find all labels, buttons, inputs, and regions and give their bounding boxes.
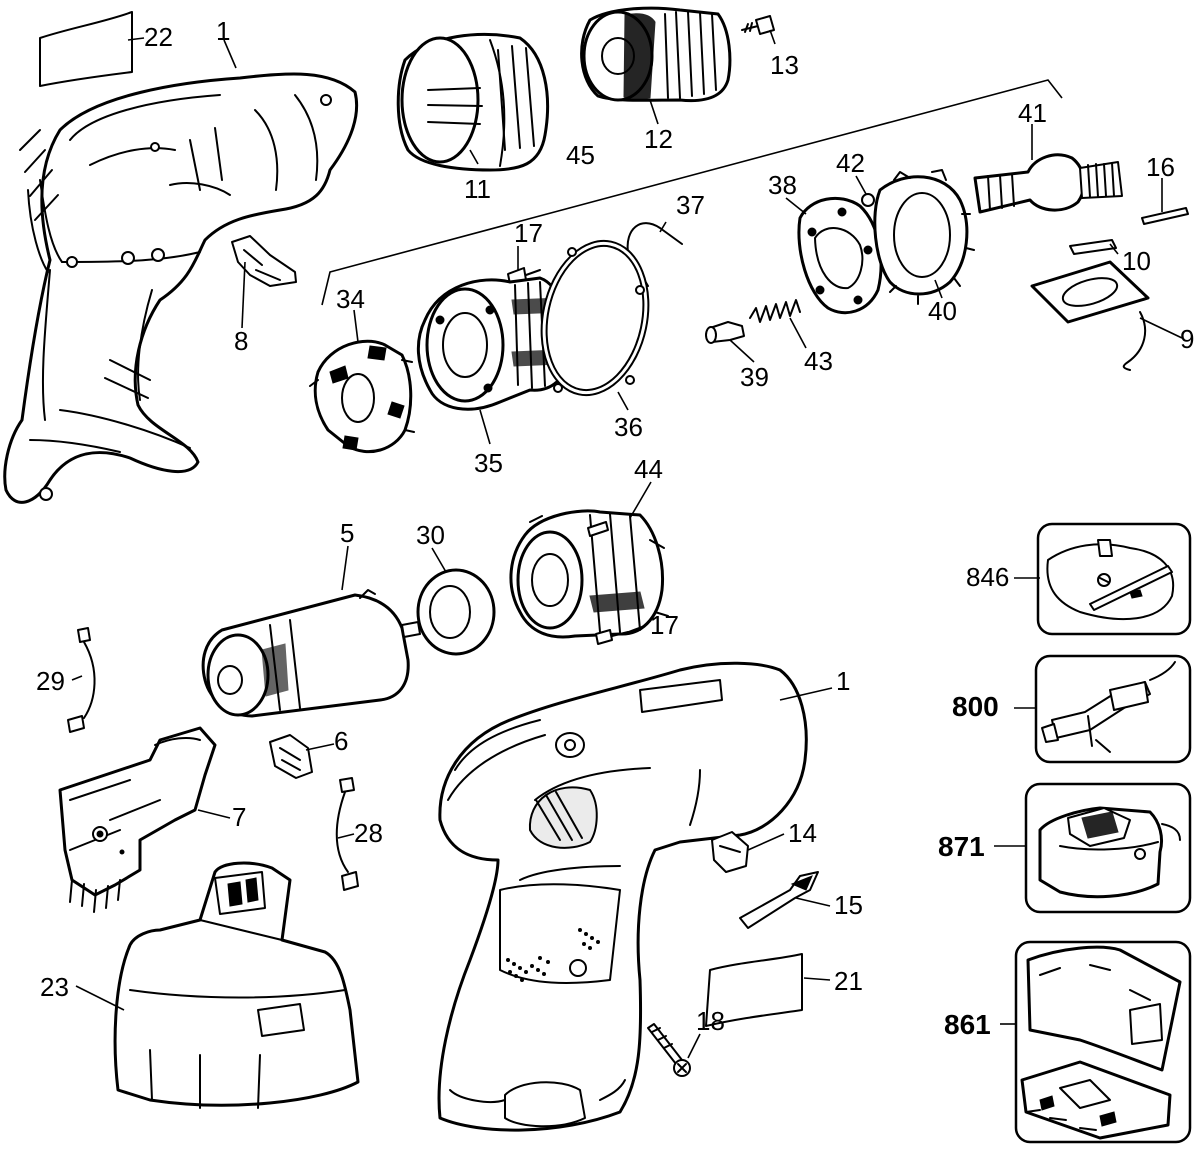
label-41: 41	[1018, 98, 1047, 128]
label-42: 42	[836, 148, 865, 178]
part-1-housing-half-right	[437, 661, 808, 1132]
part-40-gear-ring	[873, 169, 975, 305]
label-11: 11	[464, 174, 491, 204]
part-41-spindle	[973, 153, 1123, 214]
part-43-spring	[749, 299, 801, 323]
label-861: 861	[944, 1009, 991, 1040]
label-7: 7	[232, 802, 246, 832]
part-11-collar	[396, 33, 550, 172]
part-13-screw	[741, 15, 775, 35]
leader-lines	[71, 29, 1183, 1059]
part-34-planet-carrier	[309, 339, 415, 454]
label-44: 44	[634, 454, 663, 484]
accessory-box-846	[1036, 522, 1192, 636]
accessory-box-871	[1024, 782, 1192, 914]
part-5-motor	[201, 589, 421, 718]
part-36-thin-ring	[540, 239, 650, 397]
part-38-ring-plate	[797, 196, 883, 315]
part-29-wire	[67, 627, 96, 733]
label-13: 13	[770, 50, 799, 80]
label-34: 34	[336, 284, 365, 314]
label-12: 12	[644, 124, 673, 154]
part-10-key	[1069, 239, 1117, 255]
label-871: 871	[938, 831, 985, 862]
part-42-ball	[861, 193, 875, 207]
accessory-box-800	[1034, 654, 1192, 764]
label-8: 8	[234, 326, 248, 356]
part-16-pin	[1141, 207, 1189, 225]
part-17-screw-lower	[595, 629, 629, 645]
label-39: 39	[740, 362, 769, 392]
accessory-box-861	[1014, 940, 1192, 1144]
callout-labels: 22 1 11 12 13 41 16 45 42 38 37 17 10 9 …	[36, 16, 1194, 1040]
grip-texture-dots	[506, 928, 600, 982]
label-37: 37	[676, 190, 705, 220]
label-1-top: 1	[216, 16, 230, 46]
part-9-plate-spring	[1030, 260, 1150, 371]
part-1-housing-half-left	[3, 72, 359, 504]
part-30-washer	[416, 568, 496, 656]
label-800: 800	[952, 691, 999, 722]
label-21: 21	[834, 966, 863, 996]
part-28-wire	[335, 777, 359, 891]
part-8-switch-clip	[231, 235, 297, 287]
label-40: 40	[928, 296, 957, 326]
part-22-label-sticker	[39, 11, 133, 87]
part-15-tool-bit	[739, 871, 819, 929]
label-23: 23	[40, 972, 69, 1002]
part-7-switch	[58, 726, 217, 913]
label-10: 10	[1122, 246, 1151, 276]
label-17-upper: 17	[514, 218, 543, 248]
label-22: 22	[144, 22, 173, 52]
part-18-screw	[647, 1023, 691, 1077]
part-44-motor-housing	[509, 509, 669, 639]
label-43: 43	[804, 346, 833, 376]
label-28: 28	[354, 818, 383, 848]
part-45-assembly-bracket-line	[321, 79, 1063, 306]
part-23-battery	[113, 861, 360, 1109]
label-9: 9	[1180, 324, 1194, 354]
part-6-brush-holder	[269, 734, 313, 779]
label-16: 16	[1146, 152, 1175, 182]
label-30: 30	[416, 520, 445, 550]
part-14-clip	[711, 831, 749, 873]
label-15: 15	[834, 890, 863, 920]
label-45: 45	[566, 140, 595, 170]
label-6: 6	[334, 726, 348, 756]
label-29: 29	[36, 666, 65, 696]
part-12-chuck	[580, 6, 732, 103]
label-5: 5	[340, 518, 354, 548]
label-18: 18	[696, 1006, 725, 1036]
label-17-lower: 17	[650, 610, 679, 640]
label-846: 846	[966, 562, 1009, 592]
part-21-label-sticker	[705, 953, 803, 1027]
part-39-pin	[705, 321, 745, 344]
label-14: 14	[788, 818, 817, 848]
label-38: 38	[768, 170, 797, 200]
label-36: 36	[614, 412, 643, 442]
label-35: 35	[474, 448, 503, 478]
label-1-lower: 1	[836, 666, 850, 696]
